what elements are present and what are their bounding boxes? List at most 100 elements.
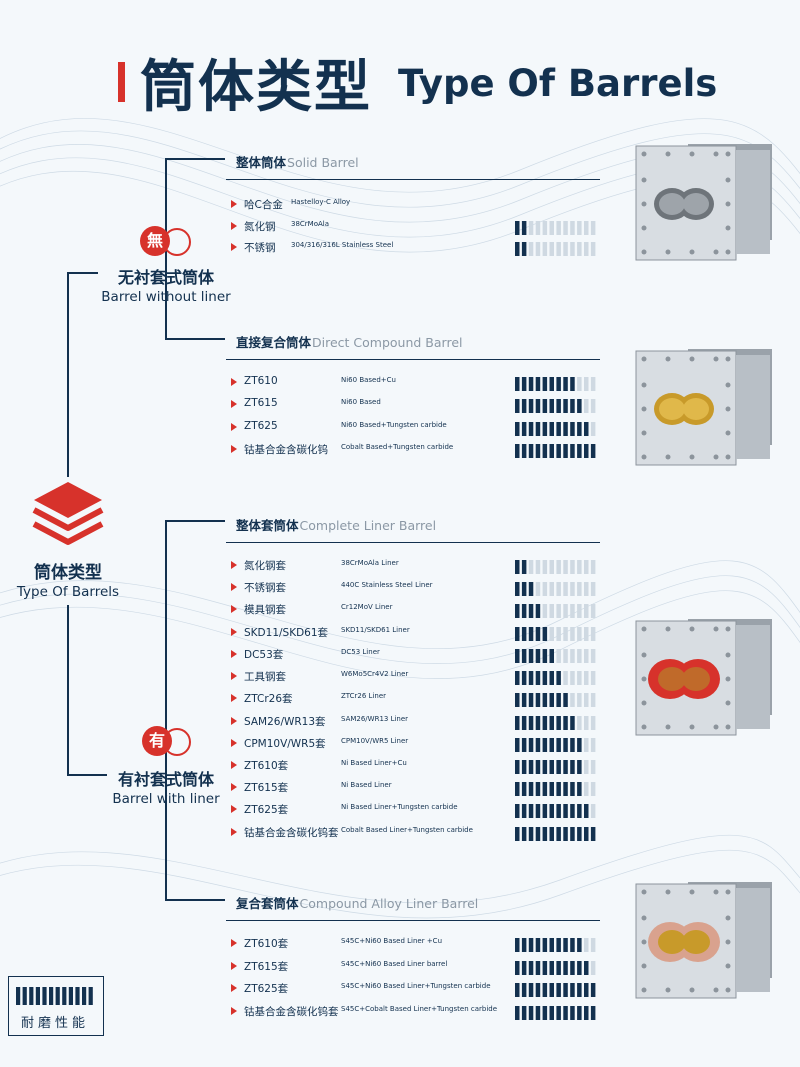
rating-segment-empty — [584, 242, 589, 256]
rating-segment-empty — [584, 716, 589, 730]
rating-segment-filled — [577, 422, 582, 436]
rating-segment-filled — [549, 961, 554, 975]
rating-segment-empty — [584, 760, 589, 774]
wear-rating-bar — [515, 422, 596, 436]
rating-segment-filled — [542, 782, 548, 796]
center-title-en: Type Of Barrels — [16, 584, 120, 600]
rating-segment-filled — [521, 827, 527, 841]
item-material: Ni Based Liner+Cu — [341, 759, 407, 767]
wear-rating — [515, 603, 599, 618]
wear-rating — [515, 692, 599, 707]
rating-segment-filled — [515, 399, 520, 413]
rating-segment-empty — [563, 671, 568, 685]
section-title-cn: 整体套筒体 — [236, 518, 299, 533]
item-material: 38CrMoAla Liner — [341, 559, 399, 567]
wear-rating-bar — [515, 604, 596, 618]
rating-segment-filled — [563, 804, 568, 818]
triangle-bullet-icon — [231, 605, 237, 613]
rating-segment-filled — [535, 1006, 541, 1020]
rating-segment-filled — [528, 604, 534, 618]
rating-segment-filled — [556, 738, 561, 752]
rating-segment-empty — [584, 377, 589, 391]
rating-segment-filled — [528, 422, 534, 436]
triangle-bullet-icon — [231, 805, 237, 813]
rating-segment-filled — [528, 983, 534, 997]
rating-segment-filled — [528, 1006, 534, 1020]
without-liner-title-en: Barrel without liner — [101, 289, 231, 305]
rating-segment-empty — [584, 627, 589, 641]
rating-segment-filled — [521, 961, 527, 975]
rating-segment-empty — [549, 221, 554, 235]
item-name: ZT625套 — [244, 983, 289, 995]
badge-without: 無 — [140, 226, 170, 256]
rating-segment-filled — [549, 738, 554, 752]
rating-segment-empty — [590, 221, 596, 235]
item-name: ZT610套 — [244, 938, 289, 950]
rating-segment-empty — [584, 738, 589, 752]
section-title-en: Solid Barrel — [287, 155, 359, 170]
rating-segment-empty — [590, 938, 596, 952]
rating-segment-filled — [528, 399, 534, 413]
rating-segment-filled — [542, 444, 548, 458]
wear-rating — [515, 220, 599, 235]
rating-segment-filled — [88, 987, 93, 1005]
triangle-bullet-icon — [231, 939, 237, 947]
item-material: 440C Stainless Steel Liner — [341, 581, 433, 589]
item-material: CPM10V/WR5 Liner — [341, 737, 409, 745]
wear-rating-bar — [515, 627, 596, 641]
rating-segment-empty — [563, 627, 568, 641]
rating-segment-empty — [549, 582, 554, 596]
rating-segment-empty — [590, 782, 596, 796]
rating-segment-filled — [584, 804, 589, 818]
rating-segment-empty — [556, 627, 561, 641]
rating-segment-filled — [563, 938, 568, 952]
section-title-cn: 直接复合筒体 — [236, 335, 312, 350]
tree-branch-solid — [165, 158, 225, 160]
triangle-bullet-icon — [231, 672, 237, 680]
rating-segment-empty — [590, 738, 596, 752]
rating-segment-filled — [16, 987, 21, 1005]
rating-segment-filled — [556, 782, 561, 796]
wear-rating — [515, 826, 599, 841]
rating-segment-filled — [515, 983, 520, 997]
rating-segment-filled — [535, 693, 541, 707]
rating-segment-empty — [528, 221, 534, 235]
rating-segment-filled — [556, 444, 561, 458]
rating-segment-empty — [542, 560, 548, 574]
rating-segment-filled — [528, 760, 534, 774]
rating-segment-filled — [549, 649, 554, 663]
rating-segment-filled — [515, 671, 520, 685]
rating-segment-empty — [590, 582, 596, 596]
rating-segment-empty — [590, 804, 596, 818]
wear-rating-bar — [515, 649, 596, 663]
triangle-bullet-icon — [231, 739, 237, 747]
wear-rating-bar — [515, 693, 596, 707]
rating-segment-empty — [577, 649, 582, 663]
wear-rating-bar — [515, 671, 596, 685]
rating-segment-filled — [42, 987, 47, 1005]
rating-segment-filled — [577, 827, 582, 841]
rating-segment-filled — [542, 627, 548, 641]
rating-segment-filled — [542, 760, 548, 774]
rating-segment-filled — [515, 242, 520, 256]
rating-segment-filled — [515, 221, 520, 235]
rating-segment-empty — [542, 242, 548, 256]
section-title: 整体筒体Solid Barrel — [236, 152, 359, 171]
triangle-bullet-icon — [231, 583, 237, 591]
rating-segment-filled — [521, 422, 527, 436]
rating-segment-filled — [549, 760, 554, 774]
rating-segment-filled — [542, 1006, 548, 1020]
rating-segment-empty — [590, 377, 596, 391]
rating-segment-filled — [521, 738, 527, 752]
rating-segment-filled — [515, 627, 520, 641]
rating-segment-filled — [584, 444, 589, 458]
rating-segment-filled — [535, 627, 541, 641]
triangle-bullet-icon — [231, 1007, 237, 1015]
rating-segment-filled — [549, 1006, 554, 1020]
section-title: 复合套筒体Compound Alloy Liner Barrel — [236, 893, 478, 912]
